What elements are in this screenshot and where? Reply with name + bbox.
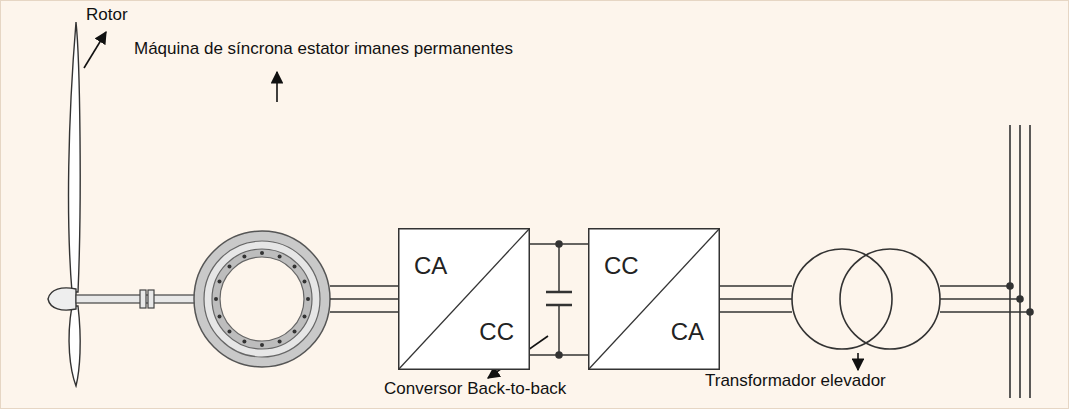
magnet-dot — [218, 315, 222, 319]
magnet-dot — [293, 330, 297, 334]
magnet-dot — [278, 255, 282, 259]
part-label: Máquina de síncrona estator imanes perma… — [134, 40, 513, 59]
magnet-dot — [242, 255, 246, 259]
magnet-dot — [214, 297, 218, 301]
converter-label: CA — [414, 254, 447, 278]
box-outline — [588, 228, 720, 370]
dc-link — [530, 243, 588, 245]
capacitor-symbol — [530, 241, 588, 358]
magnet-dot — [260, 251, 264, 255]
converter-label: CC — [604, 254, 639, 278]
magnet-dot — [227, 264, 231, 268]
converter-box: CA CC — [398, 228, 530, 370]
part-label: Transformador elevador — [705, 372, 886, 391]
magnet-dot — [302, 315, 306, 319]
shaft-symbol — [76, 290, 196, 308]
magnet-dot — [218, 279, 222, 283]
transformer-symbol — [792, 249, 940, 349]
magnet-dot — [278, 339, 282, 343]
magnet-dot — [306, 297, 310, 301]
box-outline — [398, 228, 530, 370]
magnet-dot — [302, 279, 306, 283]
grid-bus — [1007, 125, 1033, 398]
magnet-dot — [242, 339, 246, 343]
magnet-dot — [293, 264, 297, 268]
rotor-symbol — [48, 22, 80, 386]
converter-box: CC CA — [588, 228, 720, 370]
converter-label: CA — [671, 320, 704, 344]
converter-label: CC — [479, 320, 514, 344]
magnet-dot — [227, 330, 231, 334]
part-label: Conversor Back-to-back — [384, 380, 566, 399]
part-label: Rotor — [86, 6, 128, 25]
magnet-dot — [260, 343, 264, 347]
generator-symbol — [194, 231, 330, 367]
leader-arrow — [84, 32, 858, 378]
